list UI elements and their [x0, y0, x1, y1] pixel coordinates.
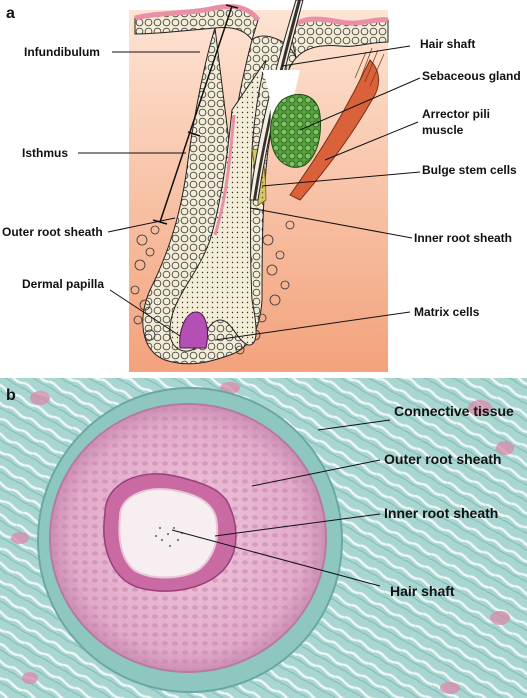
inner-root-sheath-shape [169, 59, 267, 352]
label-hair-shaft-b: Hair shaft [390, 583, 455, 599]
region-measure-bar [152, 4, 239, 225]
leader-lines-b [171, 419, 391, 587]
label-bulge-stem-cells: Bulge stem cells [422, 163, 517, 177]
epidermis-right-surface [287, 16, 389, 32]
inner-sheath-pink-line [213, 114, 236, 236]
panel-b-follicle-cross-section: b Connective tissue Outer root sheath In… [0, 378, 527, 698]
arrector-pili-muscle-shape [289, 59, 379, 201]
label-inner-root-sheath-a: Inner root sheath [414, 231, 512, 245]
label-isthmus: Isthmus [22, 146, 68, 160]
label-outer-root-sheath-b: Outer root sheath [384, 451, 501, 467]
leader-lines-a [78, 45, 421, 341]
panel-a-letter: a [6, 5, 15, 22]
label-outer-root-sheath-a: Outer root sheath [2, 225, 103, 239]
panel-a-follicle-longitudinal: a Infundibulum Isthmus Outer root sheath… [2, 0, 521, 372]
panel-b-letter: b [6, 387, 16, 404]
label-dermal-papilla: Dermal papilla [22, 277, 104, 291]
dermal-papilla-shape [179, 311, 209, 349]
label-sebaceous-gland: Sebaceous gland [422, 69, 521, 83]
label-matrix-cells: Matrix cells [414, 305, 480, 319]
label-arrector-pili-line2: muscle [422, 123, 464, 137]
label-hair-shaft-a: Hair shaft [420, 37, 475, 51]
label-arrector-pili-line1: Arrector pili [422, 107, 490, 121]
sebaceous-gland-shape [269, 93, 321, 168]
arrector-pili-fibers [354, 47, 385, 87]
epidermis-left-surface [134, 4, 261, 22]
label-infundibulum: Infundibulum [24, 45, 100, 59]
background-pink-cells [11, 382, 514, 694]
follicle-diagram: a Infundibulum Isthmus Outer root sheath… [2, 0, 521, 372]
cross-section-diagram: b Connective tissue Outer root sheath In… [0, 378, 527, 698]
hair-shaft-medulla [253, 0, 301, 200]
label-inner-root-sheath-b: Inner root sheath [384, 505, 498, 521]
follicle-canal [262, 70, 300, 130]
label-connective-tissue: Connective tissue [394, 403, 514, 419]
